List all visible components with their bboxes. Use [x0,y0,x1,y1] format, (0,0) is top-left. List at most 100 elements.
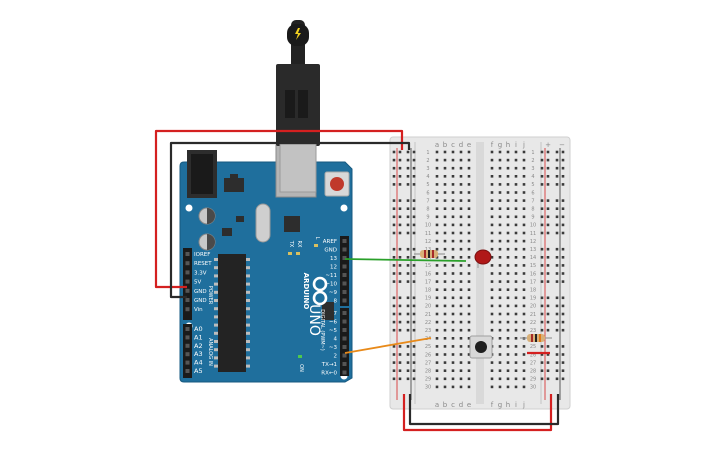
breadboard-hole-b8[interactable] [443,207,447,210]
rail-hole[interactable] [412,369,416,372]
rail-hole[interactable] [392,183,396,186]
breadboard-hole-c7[interactable] [451,199,455,202]
rail-hole[interactable] [561,312,565,316]
breadboard-hole-b4[interactable] [443,175,447,178]
rail-hole[interactable] [555,166,559,170]
breadboard-hole-f21[interactable] [490,312,494,316]
analog-pin-A2[interactable] [185,343,190,348]
rail-hole[interactable] [540,150,544,154]
rail-hole[interactable] [406,320,410,324]
rail-hole[interactable] [412,150,416,154]
breadboard-hole-e30[interactable] [467,385,471,389]
breadboard-hole-h24[interactable] [506,337,510,340]
rail-hole[interactable] [546,272,550,275]
breadboard-hole-b24[interactable] [443,337,447,340]
rail-hole[interactable] [406,199,410,202]
rail-hole[interactable] [546,215,550,219]
breadboard-hole-b13[interactable] [443,247,447,251]
breadboard-hole-c30[interactable] [451,385,455,389]
breadboard-hole-d6[interactable] [459,191,463,194]
breadboard-hole-j13[interactable] [522,247,526,251]
rail-hole[interactable] [555,353,559,356]
analog-pin-A0[interactable] [185,327,190,331]
breadboard-hole-i26[interactable] [514,353,518,356]
breadboard-hole-b7[interactable] [443,199,447,202]
rail-hole[interactable] [398,150,402,154]
rail-hole[interactable] [546,166,550,170]
rail-hole[interactable] [392,377,396,381]
breadboard-hole-a23[interactable] [435,328,439,332]
breadboard-hole-f16[interactable] [490,272,494,275]
rail-hole[interactable] [392,166,396,170]
breadboard-hole-f6[interactable] [490,191,494,194]
breadboard-hole-e8[interactable] [467,207,471,210]
breadboard-hole-g30[interactable] [498,385,502,389]
breadboard-hole-b1[interactable] [443,150,447,154]
breadboard-hole-a9[interactable] [435,215,439,219]
rail-hole[interactable] [406,280,410,283]
rail-hole[interactable] [561,150,565,154]
rail-hole[interactable] [555,207,559,210]
breadboard-hole-h3[interactable] [506,166,510,170]
breadboard-hole-j1[interactable] [522,150,526,154]
rail-hole[interactable] [555,223,559,227]
breadboard-hole-d20[interactable] [459,304,463,308]
rail-hole[interactable] [546,256,550,259]
breadboard-hole-a27[interactable] [435,361,439,364]
breadboard-hole-g9[interactable] [498,215,502,219]
breadboard-hole-g28[interactable] [498,369,502,372]
breadboard-hole-g24[interactable] [498,337,502,340]
breadboard-hole-e24[interactable] [467,337,471,340]
digital-pin-TX→1[interactable] [342,362,347,366]
rail-hole[interactable] [546,377,550,381]
breadboard-hole-f2[interactable] [490,158,494,162]
rail-hole[interactable] [398,175,402,178]
breadboard-hole-j4[interactable] [522,175,526,178]
breadboard-hole-h14[interactable] [506,256,510,259]
wire-rail-plus-red[interactable] [402,394,553,432]
breadboard-hole-b26[interactable] [443,353,447,356]
digital-pin-~6[interactable] [342,319,347,324]
breadboard-hole-b15[interactable] [443,264,447,267]
breadboard-hole-j22[interactable] [522,320,526,324]
breadboard-hole-h6[interactable] [506,191,510,194]
rail-hole[interactable] [398,215,402,219]
rail-hole[interactable] [392,320,396,324]
breadboard-hole-g1[interactable] [498,150,502,154]
breadboard-hole-e12[interactable] [467,239,471,243]
rail-hole[interactable] [546,320,550,324]
breadboard-hole-i23[interactable] [514,328,518,332]
rail-hole[interactable] [398,280,402,283]
rail-hole[interactable] [546,328,550,332]
rail-hole[interactable] [392,264,396,267]
rail-hole[interactable] [555,377,559,381]
breadboard-hole-d15[interactable] [459,264,463,267]
breadboard-hole-g11[interactable] [498,231,502,235]
breadboard-hole-c17[interactable] [451,280,455,283]
breadboard-hole-b9[interactable] [443,215,447,219]
breadboard-hole-i21[interactable] [514,312,518,316]
breadboard-hole-d12[interactable] [459,239,463,243]
digital-pin-13[interactable] [342,256,347,260]
rail-hole[interactable] [412,377,416,381]
breadboard-hole-e29[interactable] [467,377,471,381]
breadboard-hole-i10[interactable] [514,223,518,227]
rail-hole[interactable] [561,328,565,332]
breadboard-hole-a20[interactable] [435,304,439,308]
breadboard-hole-c13[interactable] [451,247,455,251]
rail-hole[interactable] [406,304,410,308]
breadboard-hole-a26[interactable] [435,353,439,356]
breadboard-hole-e18[interactable] [467,288,471,291]
rail-hole[interactable] [392,256,396,259]
rail-hole[interactable] [540,369,544,372]
rail-hole[interactable] [555,231,559,235]
rail-hole[interactable] [540,353,544,356]
arduino-uno[interactable]: TX RX L ON ARDUINO UNO IOREFRESET3.3V5VG… [179,144,353,383]
rail-hole[interactable] [406,166,410,170]
breadboard-hole-d27[interactable] [459,361,463,364]
rail-hole[interactable] [540,272,544,275]
breadboard-hole-e23[interactable] [467,328,471,332]
rail-hole[interactable] [555,361,559,364]
power-pin-5V[interactable] [185,279,190,284]
